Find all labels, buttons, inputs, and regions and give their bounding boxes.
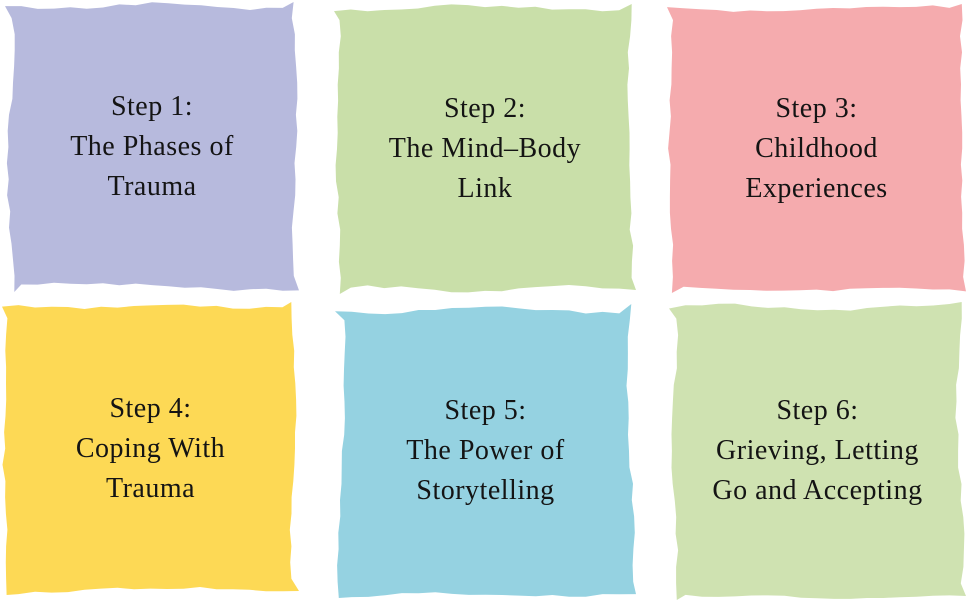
step-label: Step 1: <box>110 91 194 122</box>
step-label: Step 5: <box>444 395 527 426</box>
title-line: Experiences <box>745 172 888 204</box>
title-line: The Phases of <box>70 131 234 162</box>
card-step-2: Step 2: The Mind–Body Link <box>334 4 636 294</box>
step-label: Step 3: <box>775 92 858 124</box>
card-step-1-text: Step 1: The Phases of Trauma <box>70 87 234 207</box>
title-line: Link <box>457 173 513 204</box>
title-line: The Mind–Body <box>388 133 582 164</box>
title-line: Trauma <box>105 472 196 504</box>
step-label: Step 4: <box>109 392 192 424</box>
title-line: Trauma <box>107 171 197 202</box>
card-step-2-text: Step 2: The Mind–Body Link <box>389 89 581 209</box>
card-step-4: Step 4: Coping With Trauma <box>2 302 299 595</box>
step-label: Step 2: <box>443 93 527 124</box>
card-step-3-text: Step 3: Childhood Experiences <box>745 89 887 209</box>
title-line: Go and Accepting <box>712 475 923 506</box>
title-line: Storytelling <box>416 475 555 506</box>
title-line: Childhood <box>755 132 878 164</box>
card-step-5: Step 5: The Power of Storytelling <box>335 304 636 598</box>
card-step-4-text: Step 4: Coping With Trauma <box>76 389 225 509</box>
card-step-5-text: Step 5: The Power of Storytelling <box>406 391 564 511</box>
card-step-3: Step 3: Childhood Experiences <box>667 4 966 293</box>
card-step-1: Step 1: The Phases of Trauma <box>5 2 299 292</box>
card-step-6: Step 6: Grieving, Letting Go and Accepti… <box>669 302 966 600</box>
card-step-6-text: Step 6: Grieving, Letting Go and Accepti… <box>712 391 922 511</box>
title-line: Coping With <box>75 432 226 464</box>
title-line: Grieving, Letting <box>716 435 919 466</box>
step-label: Step 6: <box>776 395 859 426</box>
title-line: The Power of <box>406 435 565 466</box>
